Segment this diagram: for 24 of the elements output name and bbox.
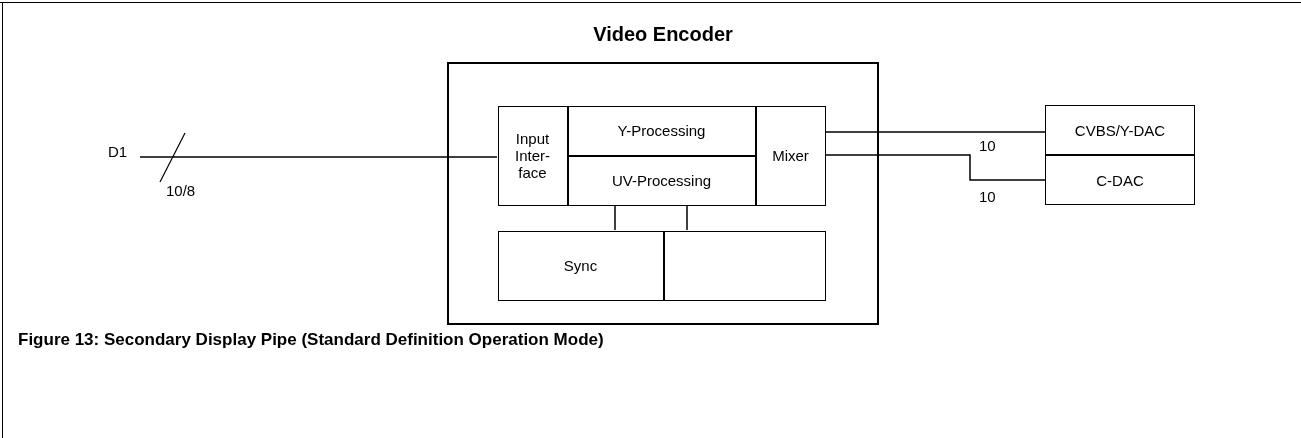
box-label: Sync	[563, 257, 598, 274]
figure-caption: Figure 13: Secondary Display Pipe (Standard Definition Operation Mode)	[18, 330, 604, 350]
connector-line	[824, 154, 1046, 181]
process-box	[497, 230, 664, 301]
connector-line	[614, 204, 616, 231]
box-label: UV-Processing	[611, 172, 712, 189]
dac-box	[1045, 105, 1195, 155]
box-label: D1	[108, 143, 128, 160]
box-label: Y-Processing	[617, 122, 706, 139]
connector-line	[824, 131, 1046, 133]
process-box	[755, 105, 826, 206]
block-title: Video Encoder	[592, 26, 734, 43]
box-label: Input Inter-face	[514, 130, 551, 181]
bus-width-label: 10/8	[165, 182, 197, 199]
process-box	[567, 105, 756, 156]
dac-box	[1045, 155, 1195, 205]
connector-line	[139, 156, 498, 158]
process-box	[497, 105, 568, 206]
connector-line	[686, 204, 688, 231]
box-label: CVBS/Y-DAC	[1074, 121, 1166, 139]
box-label: Mixer	[772, 147, 809, 164]
process-box	[663, 230, 826, 301]
box-label: C-DAC	[1096, 171, 1144, 189]
process-box	[567, 155, 756, 206]
